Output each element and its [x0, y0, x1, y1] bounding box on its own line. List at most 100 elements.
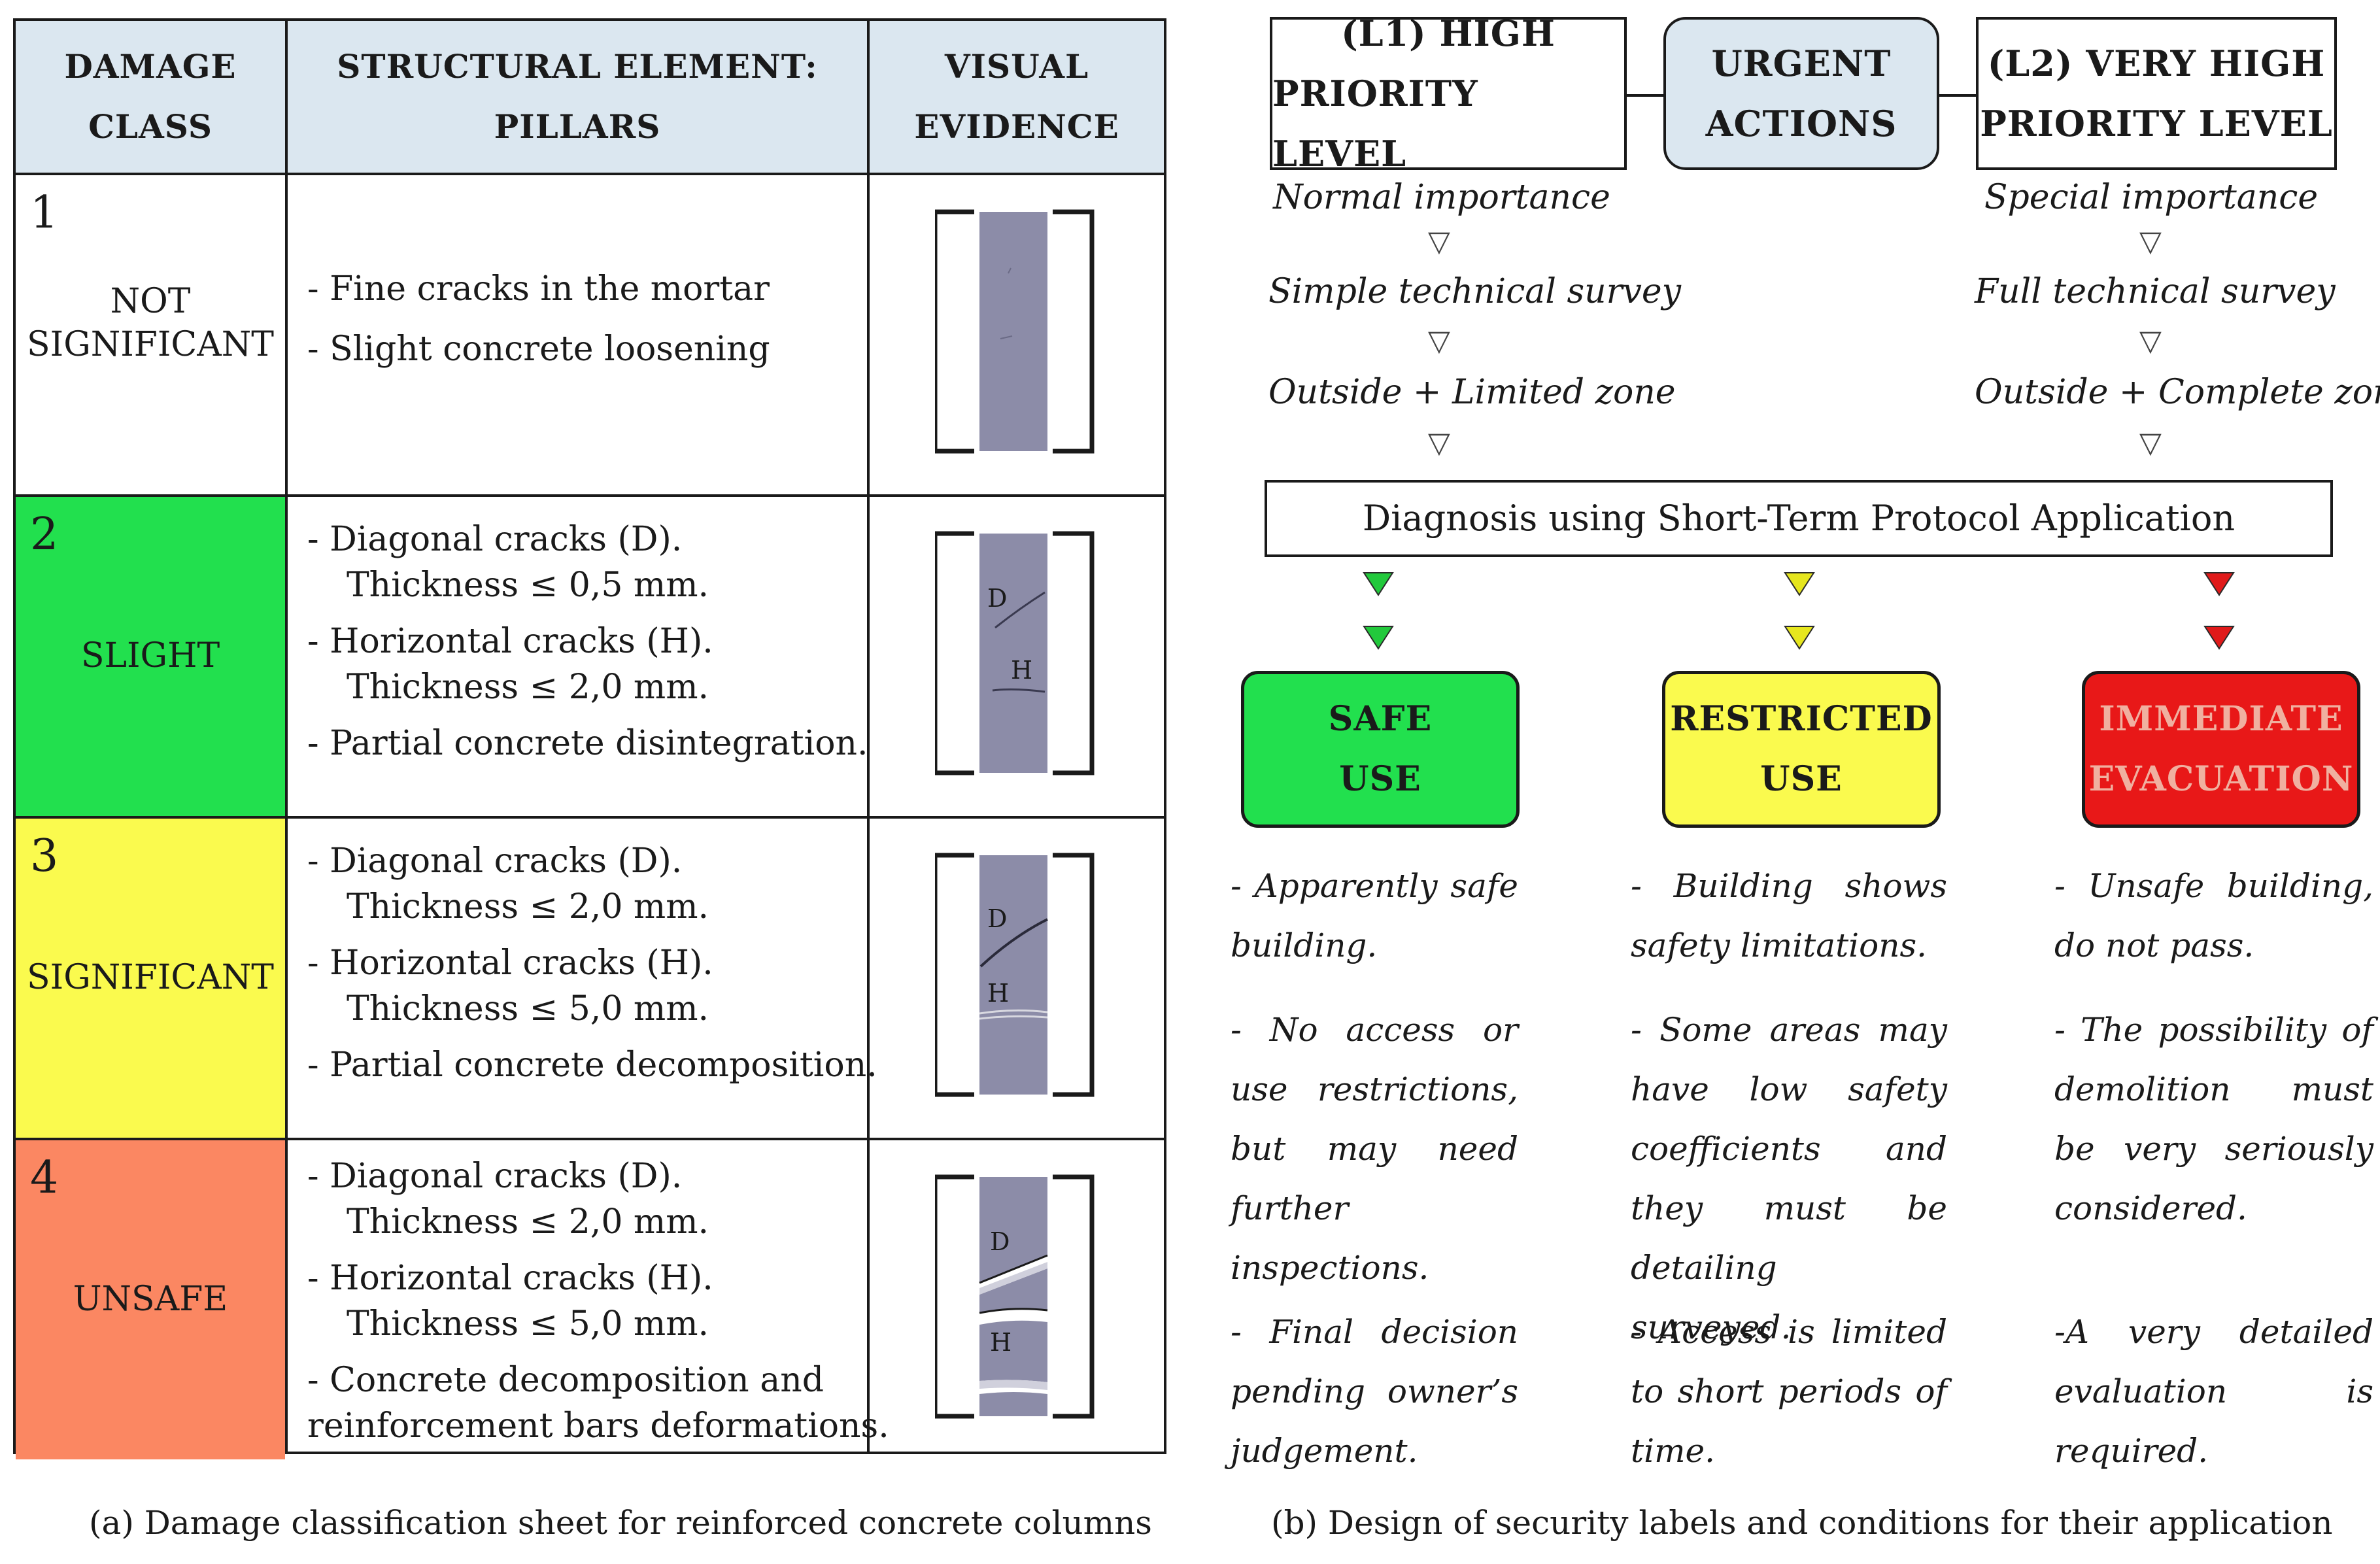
caption-b: (b) Design of security labels and condit… [1271, 1504, 2333, 1542]
diagnosis-box: Diagnosis using Short-Term Protocol Appl… [1265, 480, 2333, 557]
horizontal-crack-label: H [990, 1328, 1012, 1357]
down-arrow-icon: ▽ [2139, 324, 2162, 358]
header-visual-evidence-line1: VISUAL [944, 47, 1089, 86]
l1-step-importance: Normal importance [1273, 178, 1610, 217]
pillar-slight-cracks-drawing: D H [935, 531, 1095, 775]
class-number: 4 [30, 1152, 59, 1204]
urgent-actions-box: URGENT ACTIONS [1663, 17, 1939, 170]
description-item: - Partial concrete disintegration. [307, 724, 868, 763]
evacuation-condition-3: -A very detailed evaluation is required. [2054, 1313, 2373, 1470]
l1-priority-box: (L1) HIGH PRIORITY LEVEL [1270, 12, 1627, 175]
description-item: - Partial concrete decomposition. [307, 1046, 877, 1085]
connector-line [1939, 94, 1976, 97]
description-detail: Thickness ≤ 5,0 mm. [347, 1304, 709, 1344]
description-list: - Fine cracks in the mortar - Slight con… [307, 259, 854, 379]
green-arrow-icon [1363, 572, 1394, 650]
l1-line2: PRIORITY LEVEL [1272, 73, 1478, 175]
down-arrow-icon: ▽ [1428, 324, 1450, 358]
label-line1: IMMEDIATE [2099, 699, 2343, 739]
yellow-arrow-icon [1784, 572, 1815, 650]
description-item: - Horizontal cracks (H). [307, 622, 713, 661]
description-cell-4: - Diagonal cracks (D). Thickness ≤ 2,0 m… [288, 1140, 889, 1459]
class-name-line1: NOT [110, 282, 191, 321]
table-divider [285, 21, 288, 1452]
description-cell-3: - Diagonal cracks (D). Thickness ≤ 2,0 m… [288, 819, 877, 1138]
evacuation-condition-2: - The possibility of demolition must be … [2054, 1011, 2373, 1227]
description-item: - Diagonal cracks (D). [307, 1157, 683, 1196]
class-cell-3: 3 SIGNIFICANT [16, 819, 285, 1138]
description-list: - Diagonal cracks (D). Thickness ≤ 2,0 m… [307, 1153, 889, 1449]
l2-priority-box: (L2) VERY HIGH PRIORITY LEVEL [1976, 17, 2337, 170]
visual-cell-1 [870, 175, 1164, 494]
description-list: - Diagonal cracks (D). Thickness ≤ 0,5 m… [307, 517, 868, 766]
down-arrow-icon: ▽ [1428, 426, 1450, 460]
diagonal-crack-label: D [987, 904, 1007, 933]
table-divider [16, 494, 1164, 497]
diagonal-crack-label: D [990, 1227, 1010, 1256]
horizontal-crack-label: H [1011, 656, 1032, 685]
table-divider [16, 816, 1164, 819]
connector-line [1627, 94, 1663, 97]
pillar-significant-cracks-drawing: D H [935, 853, 1095, 1097]
class-name: SLIGHT [80, 636, 220, 675]
visual-cell-4: D H [870, 1140, 1164, 1459]
caption-a: (a) Damage classification sheet for rein… [89, 1504, 1152, 1542]
down-arrow-icon: ▽ [2139, 426, 2162, 460]
table-divider [16, 173, 1164, 175]
visual-cell-3: D H [870, 819, 1164, 1138]
header-visual-evidence: VISUAL EVIDENCE [870, 21, 1164, 173]
l1-line1: (L1) HIGH [1341, 12, 1556, 54]
l2-line1: (L2) VERY HIGH [1987, 42, 2326, 84]
class-cell-2: 2 SLIGHT [16, 497, 285, 816]
label-line2: EVACUATION [2088, 759, 2354, 799]
header-damage-class-line1: DAMAGE [64, 47, 237, 86]
label-line2: USE [1339, 759, 1421, 799]
class-number: 2 [30, 509, 59, 560]
evacuation-condition-1: - Unsafe building, do not pass. [2054, 867, 2373, 964]
label-line1: SAFE [1328, 699, 1433, 739]
l1-step-zone: Outside + Limited zone [1268, 373, 1676, 412]
description-item: - Fine cracks in the mortar [307, 269, 770, 309]
class-name: NOT SIGNIFICANT [16, 280, 285, 366]
class-cell-4: 4 UNSAFE [16, 1140, 285, 1459]
description-detail: Thickness ≤ 0,5 mm. [347, 566, 709, 605]
red-arrow-icon [2203, 572, 2235, 650]
header-visual-evidence-line2: EVIDENCE [914, 107, 1119, 146]
table-divider [867, 21, 870, 1452]
horizontal-crack-label: H [987, 979, 1009, 1008]
header-structural-element-line2: PILLARS [494, 107, 661, 146]
l2-step-survey: Full technical survey [1975, 272, 2336, 311]
damage-classification-table: DAMAGE CLASS STRUCTURAL ELEMENT: PILLARS… [13, 18, 1166, 1459]
urgent-line1: URGENT [1711, 42, 1892, 84]
header-damage-class: DAMAGE CLASS [16, 21, 285, 173]
diagonal-crack-label: D [987, 584, 1007, 613]
description-detail: Thickness ≤ 5,0 mm. [347, 989, 709, 1028]
safe-condition-2: - No access or use restrictions, but may… [1231, 1011, 1518, 1287]
l1-step-survey: Simple technical survey [1268, 272, 1682, 311]
restricted-condition-3: - Access is limited to short periods of … [1631, 1313, 1947, 1470]
label-line2: USE [1760, 759, 1843, 799]
table-divider [16, 1138, 1164, 1140]
l2-step-zone: Outside + Complete zone [1975, 373, 2380, 412]
description-detail: Thickness ≤ 2,0 mm. [347, 668, 709, 707]
description-item: - Horizontal cracks (H). [307, 944, 713, 983]
header-damage-class-line2: CLASS [88, 107, 212, 146]
description-item: - Concrete decomposition and [307, 1361, 824, 1400]
class-cell-1: 1 NOT SIGNIFICANT [16, 175, 285, 494]
description-detail: Thickness ≤ 2,0 mm. [347, 1202, 709, 1242]
safe-condition-1: - Apparently safe building. [1231, 867, 1518, 964]
restricted-condition-1: - Building shows safety limitations. [1631, 867, 1947, 964]
description-item: - Horizontal cracks (H). [307, 1259, 713, 1298]
class-name: SIGNIFICANT [27, 958, 274, 997]
description-cell-2: - Diagonal cracks (D). Thickness ≤ 0,5 m… [288, 497, 868, 816]
description-detail: reinforcement bars deformations. [307, 1406, 889, 1446]
restricted-use-label: RESTRICTED USE [1662, 671, 1941, 828]
visual-cell-2: D H [870, 497, 1164, 816]
safe-condition-3: - Final decision pending owner’s judgeme… [1231, 1313, 1518, 1470]
pillar-unsafe-damage-drawing: D H [935, 1174, 1095, 1419]
urgent-line2: ACTIONS [1705, 103, 1897, 144]
description-item: - Diagonal cracks (D). [307, 520, 683, 559]
header-structural-element-line1: STRUCTURAL ELEMENT: [337, 47, 818, 86]
class-number: 1 [30, 187, 59, 239]
header-structural-element: STRUCTURAL ELEMENT: PILLARS [288, 21, 867, 173]
